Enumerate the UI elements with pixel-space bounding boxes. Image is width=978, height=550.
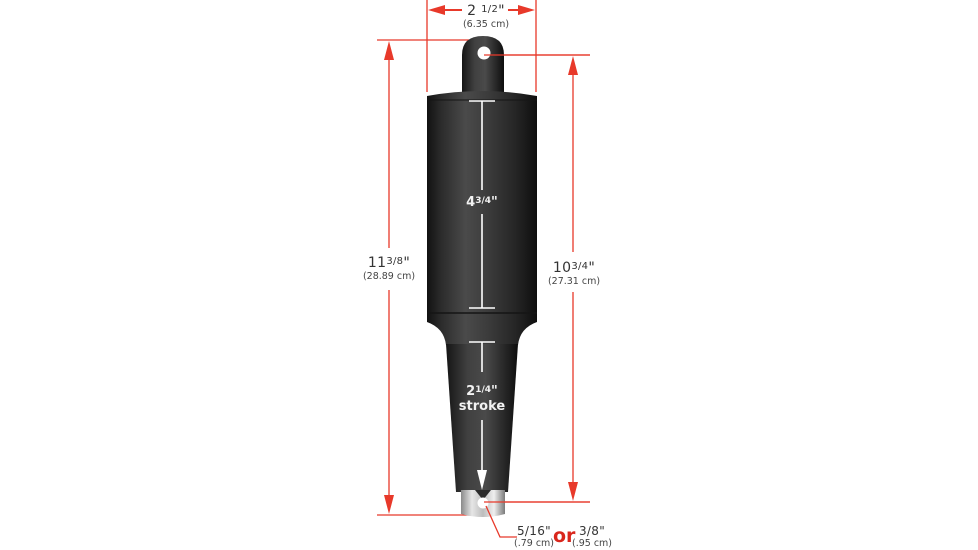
pin-hole-a-unit: "	[545, 524, 551, 538]
stroke-label: 21/4" stroke	[450, 383, 514, 414]
pin-hole-b-value: 3/8	[578, 524, 600, 538]
width-unit: "	[498, 3, 505, 19]
stroke-unit: "	[491, 384, 498, 399]
center-to-center-whole: 10	[552, 260, 572, 276]
body-length-frac: 3/4	[475, 196, 492, 206]
width-value-frac: 1/2	[481, 4, 499, 15]
overall-length-whole: 11	[367, 255, 387, 271]
rod-end-hole	[477, 497, 489, 509]
stroke-frac: 1/4	[475, 385, 492, 395]
pin-hole-leader	[485, 505, 517, 538]
stroke-marker	[469, 341, 495, 490]
pin-hole-a-value: 5/16	[517, 524, 546, 538]
pin-hole-or: or	[553, 525, 576, 547]
center-to-center-label: 103/4" (27.31 cm)	[540, 259, 608, 288]
pin-hole-option-a: 5/16" (.79 cm)	[512, 524, 556, 550]
pin-hole-b-metric: (.95 cm)	[571, 538, 613, 549]
stroke-caption: stroke	[458, 399, 506, 414]
top-mount-eye	[462, 36, 504, 92]
overall-length-frac: 3/8	[386, 256, 404, 267]
center-to-center-frac: 3/4	[571, 261, 589, 272]
width-label: 2 1/2" (6.35 cm)	[458, 2, 514, 31]
stroke-whole: 2	[466, 384, 476, 399]
pin-hole-a-metric: (.79 cm)	[513, 538, 555, 549]
overall-length-label: 113/8" (28.89 cm)	[355, 254, 423, 283]
piston-rod	[446, 344, 518, 492]
width-metric: (6.35 cm)	[462, 19, 510, 30]
body-length-whole: 4	[466, 195, 476, 210]
width-value-whole: 2	[467, 3, 477, 19]
overall-length-metric: (28.89 cm)	[362, 271, 416, 282]
top-mount-hole	[477, 46, 491, 60]
center-to-center-unit: "	[588, 260, 596, 276]
width-dimension	[426, 0, 537, 92]
pin-hole-option-b: 3/8" (.95 cm)	[570, 524, 614, 550]
overall-length-dimension	[377, 39, 490, 516]
body-length-marker	[469, 100, 495, 309]
center-to-center-metric: (27.31 cm)	[547, 276, 601, 287]
body-length-unit: "	[491, 195, 498, 210]
body-length-label: 43/4"	[452, 194, 512, 210]
pin-hole-b-unit: "	[599, 524, 606, 538]
overall-length-unit: "	[403, 255, 411, 271]
